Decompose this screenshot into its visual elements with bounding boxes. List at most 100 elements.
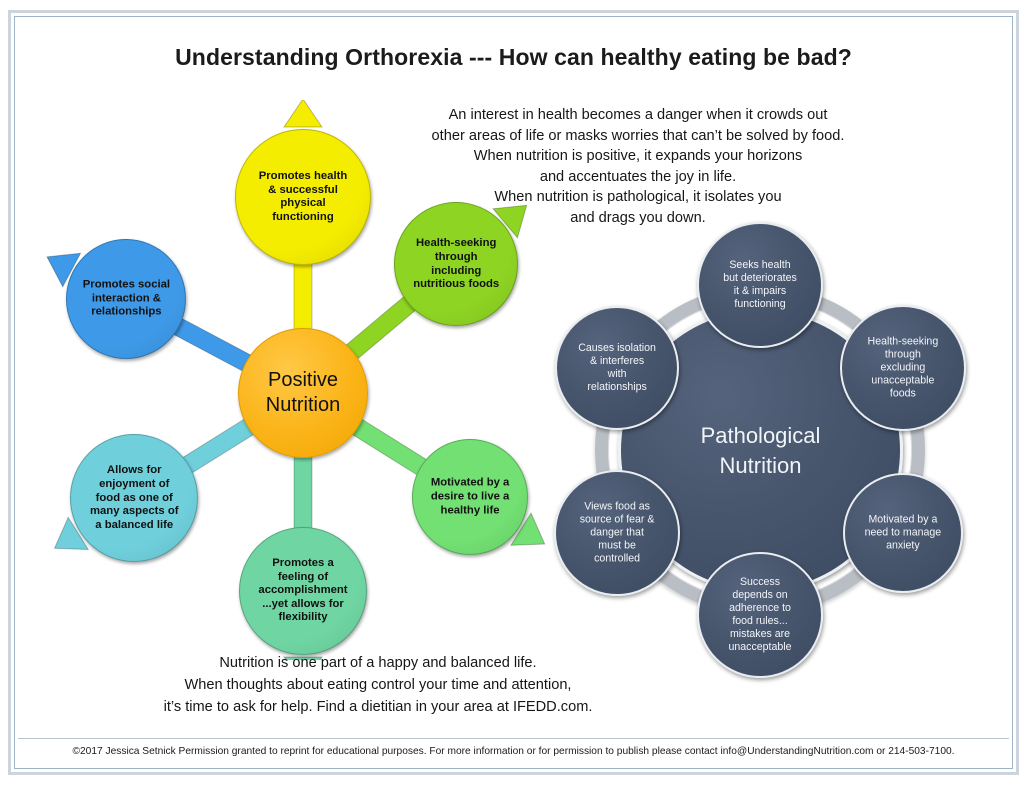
decorative-frame-inner: [14, 16, 1013, 769]
copyright-footer: ©2017 Jessica Setnick Permission granted…: [72, 746, 955, 757]
pathological-node-line: adherence to: [729, 602, 791, 614]
pathological-node-line: anxiety: [886, 539, 920, 551]
outro-line-2: When thoughts about eating control your …: [184, 677, 572, 693]
positive-node-line: physical: [280, 197, 326, 209]
positive-node-line: ...yet allows for: [262, 597, 344, 610]
positive-node-line: nutritious foods: [413, 278, 500, 291]
intro-line-5: When nutrition is pathological, it isola…: [494, 189, 782, 205]
pathological-node-line: depends on: [732, 589, 788, 601]
positive-center-line: Positive: [267, 369, 339, 391]
pathological-node-line: unacceptable: [871, 374, 935, 386]
positive-node-line: feeling of: [277, 570, 329, 583]
pathological-node-line: Views food as: [584, 500, 650, 512]
positive-node-line: Promotes health: [258, 169, 348, 182]
pathological-node-line: foods: [889, 387, 916, 399]
pathological-node-line: mistakes are: [729, 628, 791, 640]
pathological-node-line: functioning: [734, 298, 786, 310]
positive-node-line: healthy life: [440, 504, 500, 517]
footer-divider: [18, 738, 1009, 739]
pathological-node-line: Seeks health: [729, 259, 791, 271]
intro-line-2: other areas of life or masks worries tha…: [431, 127, 845, 144]
pathological-node-line: unacceptable: [728, 641, 792, 653]
intro-line-3: When nutrition is positive, it expands y…: [473, 148, 803, 164]
positive-center-line: Nutrition: [265, 394, 341, 416]
positive-node-line: interaction &: [91, 292, 161, 305]
pathological-center-line-1: Pathological: [700, 422, 821, 448]
pathological-node-line: Success: [739, 576, 781, 588]
pathological-node-line: relationships: [587, 380, 647, 393]
positive-node-line: flexibility: [278, 611, 328, 624]
positive-node-line: Allows for: [106, 464, 162, 477]
pathological-node-line: it & impairs: [733, 285, 787, 297]
decorative-frame-outer: [8, 10, 1019, 775]
positive-node-line: Health-seeking: [416, 237, 497, 250]
positive-node-line: enjoyment of: [99, 478, 170, 491]
pathological-node-line: but deteriorates: [723, 272, 797, 284]
positive-node-line: Motivated by a: [430, 477, 510, 489]
outro-paragraph: Nutrition is one part of a happy and bal…: [88, 652, 668, 718]
intro-line-6: and drags you down.: [570, 209, 706, 226]
intro-line-4: and accentuates the joy in life.: [539, 168, 737, 185]
pathological-node-line: Motivated by a: [868, 513, 938, 525]
positive-node-line: a balanced life: [95, 518, 174, 531]
positive-node-line: through: [434, 250, 478, 263]
pathological-center-label: Pathological Nutrition: [621, 421, 900, 481]
pathological-node-line: Causes isolation: [578, 341, 656, 354]
outro-line-1: Nutrition is one part of a happy and bal…: [219, 655, 537, 671]
positive-node-line: Promotes social: [82, 278, 171, 291]
positive-node-line: Promotes a: [272, 557, 334, 570]
positive-node-line: desire to live a: [430, 490, 510, 503]
pathological-node-line: through: [884, 348, 921, 360]
pathological-node-line: source of fear &: [579, 513, 655, 525]
intro-paragraph: An interest in health becomes a danger w…: [358, 105, 918, 228]
positive-node-line: relationships: [91, 305, 162, 318]
page-title: Understanding Orthorexia --- How can hea…: [175, 44, 852, 70]
infographic-canvas: Understanding Orthorexia --- How can hea…: [18, 20, 1009, 765]
pathological-node-line: need to manage: [864, 526, 942, 538]
pathological-node-line: excluding: [880, 361, 926, 373]
pathological-center-line-2: Nutrition: [719, 452, 802, 478]
pathological-node-line: must be: [598, 539, 636, 551]
positive-connectors: [46, 100, 546, 660]
positive-node-line: accomplishment: [258, 584, 348, 597]
positive-node-line: including: [431, 264, 482, 277]
positive-node-line: many aspects of: [89, 505, 179, 518]
positive-node-line: & successful: [268, 183, 338, 196]
positive-node-line: food as one of: [95, 491, 173, 504]
intro-line-1: An interest in health becomes a danger w…: [448, 107, 828, 123]
pathological-node-line: Health-seeking: [867, 335, 939, 347]
pathological-node-line: & interferes: [590, 354, 645, 367]
positive-node-line: functioning: [272, 210, 334, 223]
pathological-node-line: controlled: [594, 552, 641, 564]
pathological-node-line: danger that: [590, 526, 644, 538]
pathological-node-line: food rules...: [732, 615, 788, 627]
pathological-node-line: with: [607, 367, 627, 380]
